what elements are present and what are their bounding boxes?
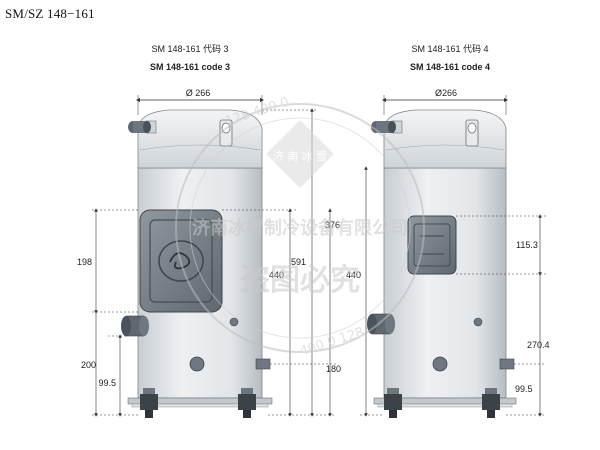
right-heading-en: SM 148-161 code 4 bbox=[410, 62, 490, 72]
page-title: SM/SZ 148−161 bbox=[5, 6, 95, 21]
right-heading-cn: SM 148-161 代码 4 bbox=[411, 44, 488, 54]
right-dim-99-5: 99.5 bbox=[515, 384, 533, 394]
right-terminal-box bbox=[407, 215, 457, 275]
watermark-logo: 济 南 冰 雪 bbox=[266, 120, 334, 188]
watermark-stamp: 盗图必究 bbox=[240, 263, 360, 298]
right-diameter-label: Ø266 bbox=[435, 88, 457, 98]
left-dim-440: 440 bbox=[269, 270, 284, 280]
dim-115-3: 115.3 bbox=[516, 240, 538, 250]
dim-198: 198 bbox=[77, 257, 92, 267]
dim-270-4: 270.4 bbox=[527, 340, 550, 350]
left-dimensions bbox=[92, 108, 336, 417]
right-side-fitting bbox=[367, 313, 395, 335]
left-base-mount bbox=[127, 388, 273, 418]
dim-180: 180 bbox=[326, 364, 341, 374]
logo-characters: 济 南 冰 雪 bbox=[273, 149, 328, 163]
right-base-mount bbox=[373, 388, 517, 418]
left-heading-en: SM 148-161 code 3 bbox=[150, 62, 230, 72]
left-heading-cn: SM 148-161 代码 3 bbox=[151, 44, 228, 54]
dim-591: 591 bbox=[291, 257, 306, 267]
left-top-fitting bbox=[128, 120, 157, 134]
left-dim-99-5: 99.5 bbox=[98, 378, 116, 388]
seal-text-bottom: 400 0 128 bbox=[298, 325, 366, 360]
right-dimensions bbox=[360, 166, 546, 417]
watermark-company: 济南冰雪制冷设备有限公司 bbox=[192, 217, 408, 239]
left-side-fitting bbox=[121, 315, 149, 337]
right-dim-440: 440 bbox=[346, 270, 361, 280]
left-diameter-label: Ø 266 bbox=[186, 88, 211, 98]
dim-200: 200 bbox=[81, 360, 96, 370]
right-compressor-view: SM 148-161 代码 4 SM 148-161 code 4 Ø266 bbox=[346, 44, 550, 418]
right-top-fitting bbox=[371, 120, 403, 134]
dim-376: 376 bbox=[325, 220, 340, 230]
